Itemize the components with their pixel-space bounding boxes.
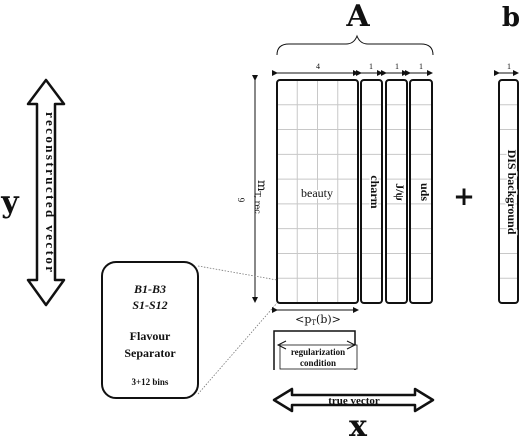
reconstructed-vector-arrow <box>26 78 66 307</box>
width-label-jpsi: 1 <box>395 62 399 71</box>
charm-column <box>360 79 383 304</box>
height-label: 9 <box>236 198 246 203</box>
svg-text:mT, rec: mT, rec <box>253 180 269 214</box>
brace-A <box>276 34 434 56</box>
label-b: b <box>502 3 520 33</box>
flavour-line-5: 3+12 bins <box>132 377 169 387</box>
flavour-line-4: Separator <box>124 346 176 360</box>
charm-label: charm <box>368 175 382 208</box>
width-label-bg: 1 <box>507 62 511 71</box>
label-x: x <box>349 409 368 439</box>
connector-line-top <box>197 265 278 281</box>
flavour-line-3: Flavour <box>130 329 171 343</box>
true-vector-arrow <box>272 387 435 413</box>
true-vector-label: true vector <box>328 395 380 407</box>
regularization-arrow-right <box>346 340 357 350</box>
mt-rec-label: mT, rec <box>253 180 269 214</box>
width-label-charm: 1 <box>369 62 373 71</box>
pt-b-label: <pT(b)> <box>295 313 341 327</box>
connector-line-bottom <box>197 302 278 395</box>
bg-grid <box>499 104 518 279</box>
charm-grid <box>361 104 382 279</box>
dis-background-column <box>498 79 519 304</box>
regularization-line-2: condition <box>300 358 336 368</box>
width-label-beauty: 4 <box>316 62 320 71</box>
regularization-box <box>279 344 358 370</box>
jpsi-label: J/ψ <box>393 183 407 201</box>
label-y: y <box>0 185 20 220</box>
dis-background-label: DIS background <box>505 150 519 235</box>
beauty-label: beauty <box>301 186 333 200</box>
plus-sign: + <box>453 182 475 212</box>
beauty-grid <box>277 80 358 303</box>
flavour-line-1: B1-B3 <box>133 282 166 296</box>
flavour-separator-box <box>101 261 199 399</box>
beauty-block <box>276 79 359 304</box>
width-label-uds: 1 <box>419 62 423 71</box>
regularization-line-1: regularization <box>291 347 345 357</box>
uds-label: uds <box>418 183 432 201</box>
jpsi-grid <box>386 104 407 279</box>
uds-grid <box>410 104 432 279</box>
flavour-line-2: S1-S12 <box>132 298 167 312</box>
regularization-arrow-left <box>276 340 287 350</box>
uds-column <box>409 79 433 304</box>
jpsi-column <box>385 79 408 304</box>
label-A: A <box>345 0 370 34</box>
